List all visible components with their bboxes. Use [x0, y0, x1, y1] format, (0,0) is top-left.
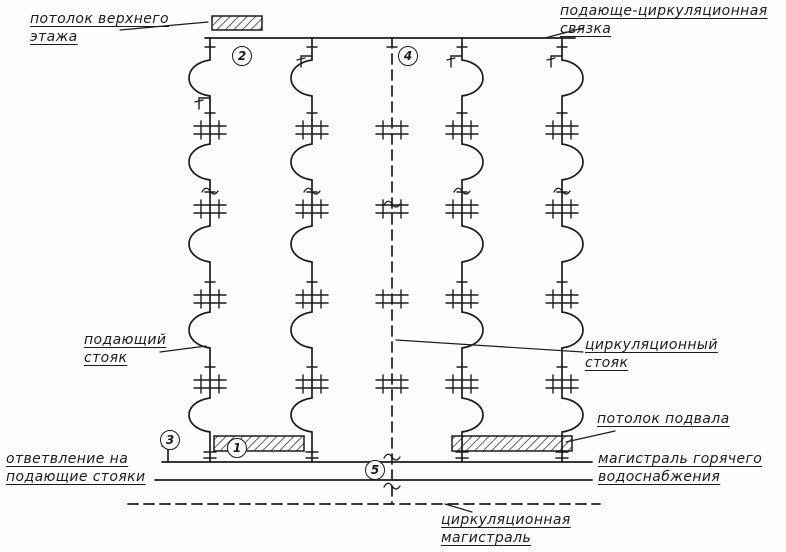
label-circulation-riser: циркуляционный стояк: [585, 337, 718, 372]
label-supply-circulation-link: подающе-циркуляционная связка: [560, 3, 768, 38]
label-branch-to-supply-risers: ответвление на подающие стояки: [6, 451, 146, 486]
marker-1: 1: [227, 438, 247, 458]
marker-5: 5: [365, 460, 385, 480]
label-hot-water-main: магистраль горячего водоснабжения: [598, 451, 763, 486]
label-basement-ceiling: потолок подвала: [597, 411, 730, 427]
marker-4: 4: [398, 46, 418, 66]
label-supply-riser: подающий стояк: [84, 332, 167, 367]
marker-3: 3: [160, 430, 180, 450]
marker-2: 2: [232, 46, 252, 66]
label-ceiling-upper-floor: потолок верхнего этажа: [30, 11, 169, 46]
label-circulation-main: циркуляционная магистраль: [441, 512, 571, 547]
